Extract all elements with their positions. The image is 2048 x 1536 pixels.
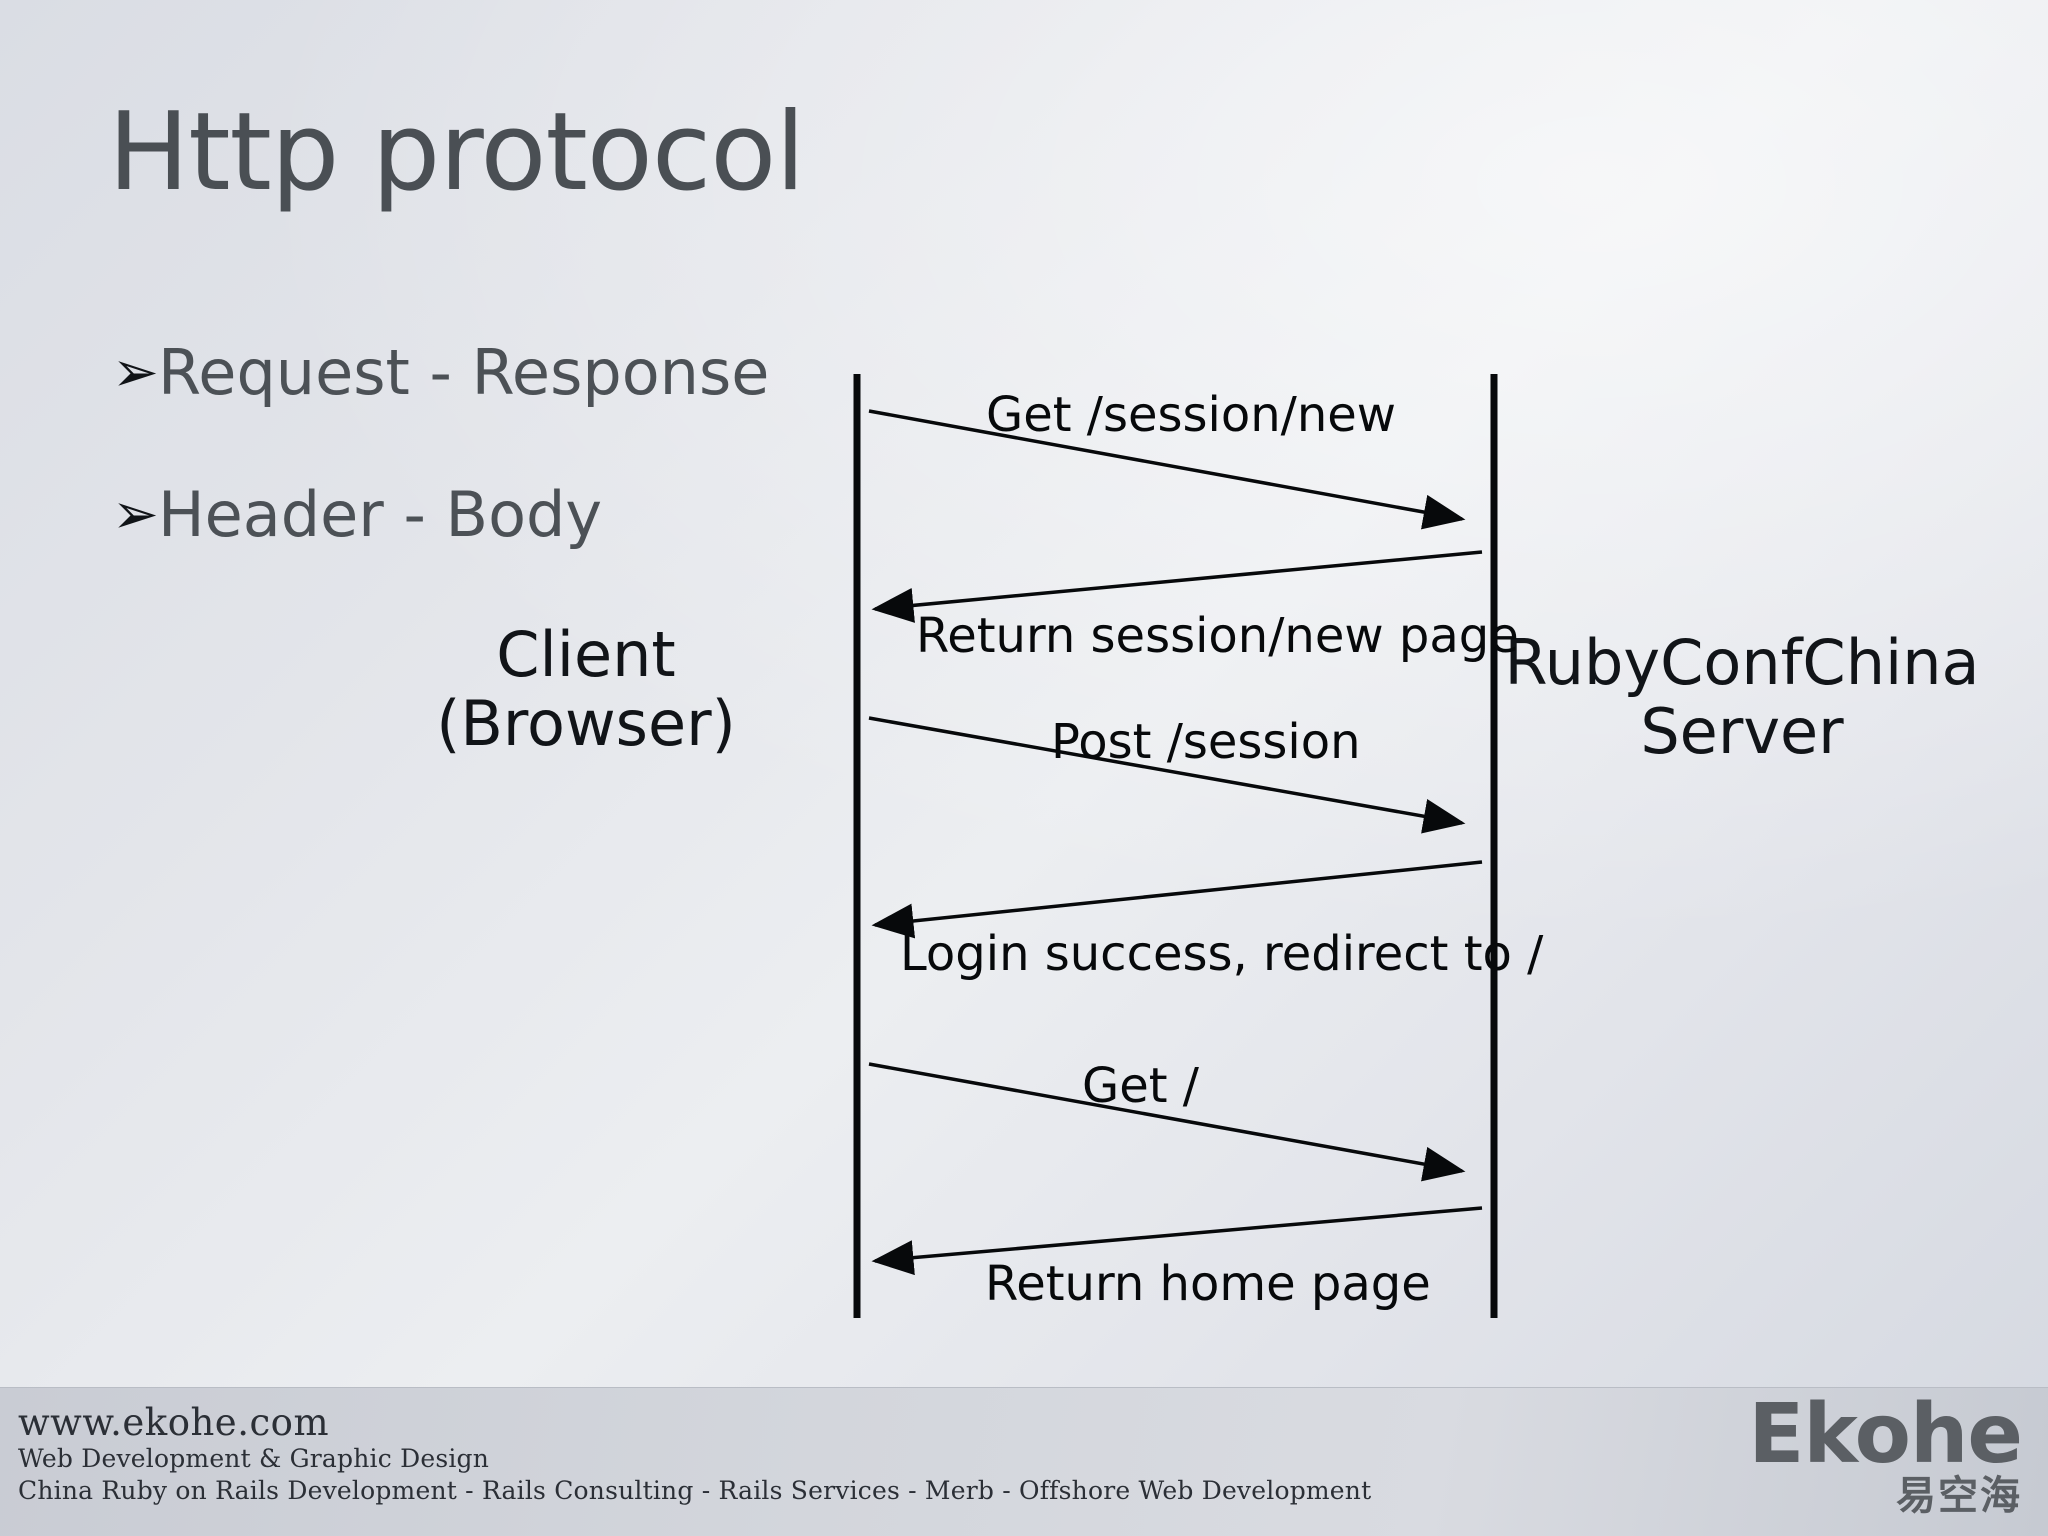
actor-label-client: Client (Browser) bbox=[436, 618, 736, 761]
bullet-item-request-response: ➢ Request - Response bbox=[112, 336, 769, 409]
actor-label-server: RubyConfChina Server bbox=[1504, 626, 1980, 769]
arrowhead-bullet-icon: ➢ bbox=[112, 481, 159, 547]
bullet-label: Header - Body bbox=[158, 478, 603, 551]
arrowhead-bullet-icon: ➢ bbox=[112, 339, 159, 405]
message-label-4: Login success, redirect to / bbox=[900, 926, 1544, 982]
logo-wordmark: Ekohe bbox=[1748, 1387, 2023, 1482]
bullet-item-header-body: ➢ Header - Body bbox=[112, 478, 602, 551]
message-label-2: Return session/new page bbox=[916, 608, 1519, 664]
footer-tagline-primary: Web Development & Graphic Design bbox=[18, 1444, 490, 1474]
footer-text-block: www.ekohe.com Web Development & Graphic … bbox=[18, 1402, 1371, 1506]
message-label-1: Get /session/new bbox=[986, 387, 1397, 443]
message-label-3: Post /session bbox=[1051, 714, 1361, 770]
message-label-5: Get / bbox=[1082, 1058, 1199, 1114]
bullet-label: Request - Response bbox=[158, 336, 770, 409]
message-arrow-4 bbox=[871, 860, 1483, 939]
slide-footer: www.ekohe.com Web Development & Graphic … bbox=[0, 1387, 2048, 1536]
message-arrow-2 bbox=[871, 550, 1483, 623]
page-title: Http protocol bbox=[108, 90, 805, 215]
message-label-6: Return home page bbox=[985, 1256, 1431, 1312]
logo-chinese-name: 易空海 bbox=[1896, 1472, 2022, 1519]
ekohe-logo: Ekohe 易空海 bbox=[1748, 1387, 2023, 1519]
footer-url[interactable]: www.ekohe.com bbox=[18, 1401, 330, 1444]
footer-tagline-secondary: China Ruby on Rails Development - Rails … bbox=[18, 1475, 1372, 1505]
message-arrow-6 bbox=[871, 1206, 1483, 1276]
